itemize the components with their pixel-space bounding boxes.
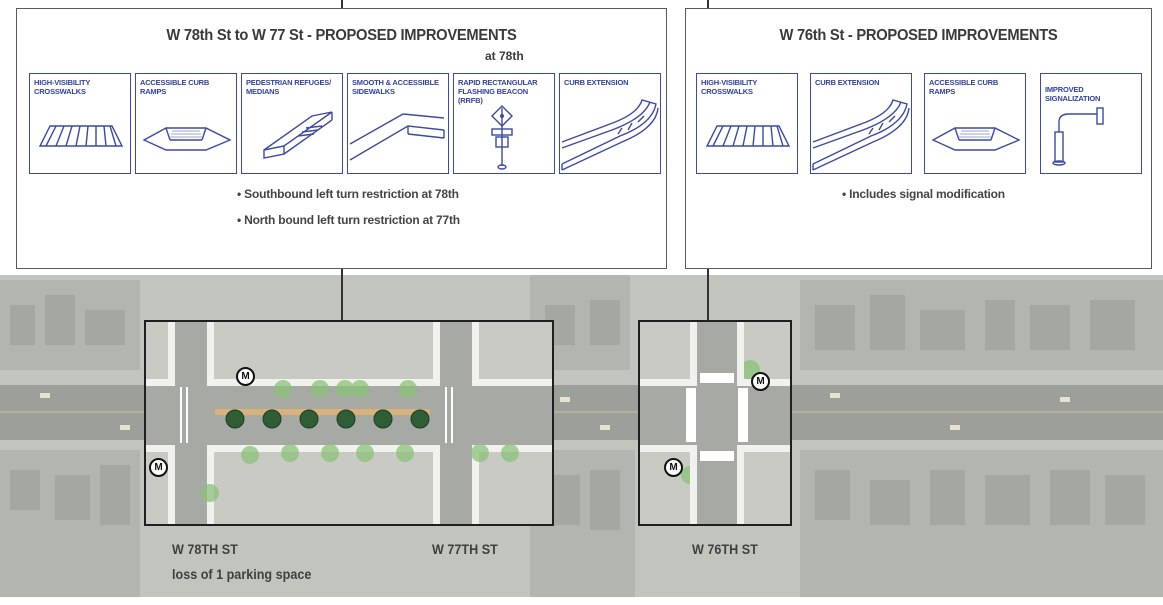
label-w78th-st: W 78TH ST [172, 541, 238, 557]
card-pedestrian-refuges-medians: PEDESTRIAN REFUGES/ MEDIANS [241, 73, 343, 174]
sidewalk-icon [349, 113, 445, 161]
aerial-map [0, 275, 1163, 597]
note-northbound-left-turn: • North bound left turn restriction at 7… [237, 213, 460, 227]
curb-ramp-icon [142, 127, 232, 151]
panel-78th-77th-improvements: W 78th St to W 77 St - PROPOSED IMPROVEM… [16, 8, 667, 269]
crosswalk-icon [38, 125, 124, 147]
card-label: ACCESSIBLE CURB RAMPS [929, 78, 999, 96]
card-label: HIGH-VISIBILITY CROSSWALKS [34, 78, 91, 96]
curb-ramp-icon [931, 127, 1021, 151]
card-label: IMPROVED SIGNALIZATION [1045, 85, 1101, 103]
rrfb-icon [491, 105, 513, 170]
card-accessible-curb-ramps: ACCESSIBLE CURB RAMPS [924, 73, 1026, 174]
card-label: CURB EXTENSION [815, 78, 880, 87]
card-label: CURB EXTENSION [564, 78, 629, 87]
highlight-box-78th-77th [144, 320, 554, 526]
right-connector-line [707, 268, 709, 320]
aerial-map-graphic [0, 275, 1163, 597]
curb-extension-icon [812, 99, 910, 171]
note-southbound-left-turn: • Southbound left turn restriction at 78… [237, 187, 459, 201]
label-w77th-st: W 77TH ST [432, 541, 498, 557]
card-curb-extension: CURB EXTENSION [810, 73, 912, 174]
left-top-connector [341, 0, 343, 9]
card-label: PEDESTRIAN REFUGES/ MEDIANS [246, 78, 331, 96]
panel-title: W 76th St - PROPOSED IMPROVEMENTS [779, 27, 1058, 44]
median-icon [263, 111, 333, 159]
metro-stop-marker: M [236, 367, 255, 386]
card-label: HIGH-VISIBILITY CROSSWALKS [701, 78, 758, 96]
metro-stop-marker: M [664, 458, 683, 477]
panel-title: W 78th St to W 77 St - PROPOSED IMPROVEM… [166, 27, 517, 44]
card-rrfb: RAPID RECTANGULAR FLASHING BEACON (RRFB) [453, 73, 555, 174]
label-parking-loss: loss of 1 parking space [172, 566, 312, 582]
card-improved-signalization: IMPROVED SIGNALIZATION [1040, 73, 1142, 174]
note-signal-modification: • Includes signal modification [842, 187, 1005, 201]
card-high-visibility-crosswalks: HIGH-VISIBILITY CROSSWALKS [29, 73, 131, 174]
card-smooth-accessible-sidewalks: SMOOTH & ACCESSIBLE SIDEWALKS [347, 73, 449, 174]
rrfb-location-note: at 78th [485, 49, 524, 63]
card-high-visibility-crosswalks: HIGH-VISIBILITY CROSSWALKS [696, 73, 798, 174]
metro-stop-marker: M [149, 458, 168, 477]
right-top-connector [707, 0, 709, 9]
curb-extension-icon [561, 99, 659, 171]
label-w76th-st: W 76TH ST [692, 541, 758, 557]
highlight-box-76th [638, 320, 792, 526]
card-label: SMOOTH & ACCESSIBLE SIDEWALKS [352, 78, 439, 96]
card-label: RAPID RECTANGULAR FLASHING BEACON (RRFB) [458, 78, 538, 105]
card-curb-extension: CURB EXTENSION [559, 73, 661, 174]
panel-76th-improvements: W 76th St - PROPOSED IMPROVEMENTS HIGH-V… [685, 8, 1152, 269]
signal-icon [1052, 107, 1104, 166]
crosswalk-icon [705, 125, 791, 147]
card-accessible-curb-ramps: ACCESSIBLE CURB RAMPS [135, 73, 237, 174]
card-label: ACCESSIBLE CURB RAMPS [140, 78, 210, 96]
left-connector-line [341, 268, 343, 320]
metro-stop-marker: M [751, 372, 770, 391]
